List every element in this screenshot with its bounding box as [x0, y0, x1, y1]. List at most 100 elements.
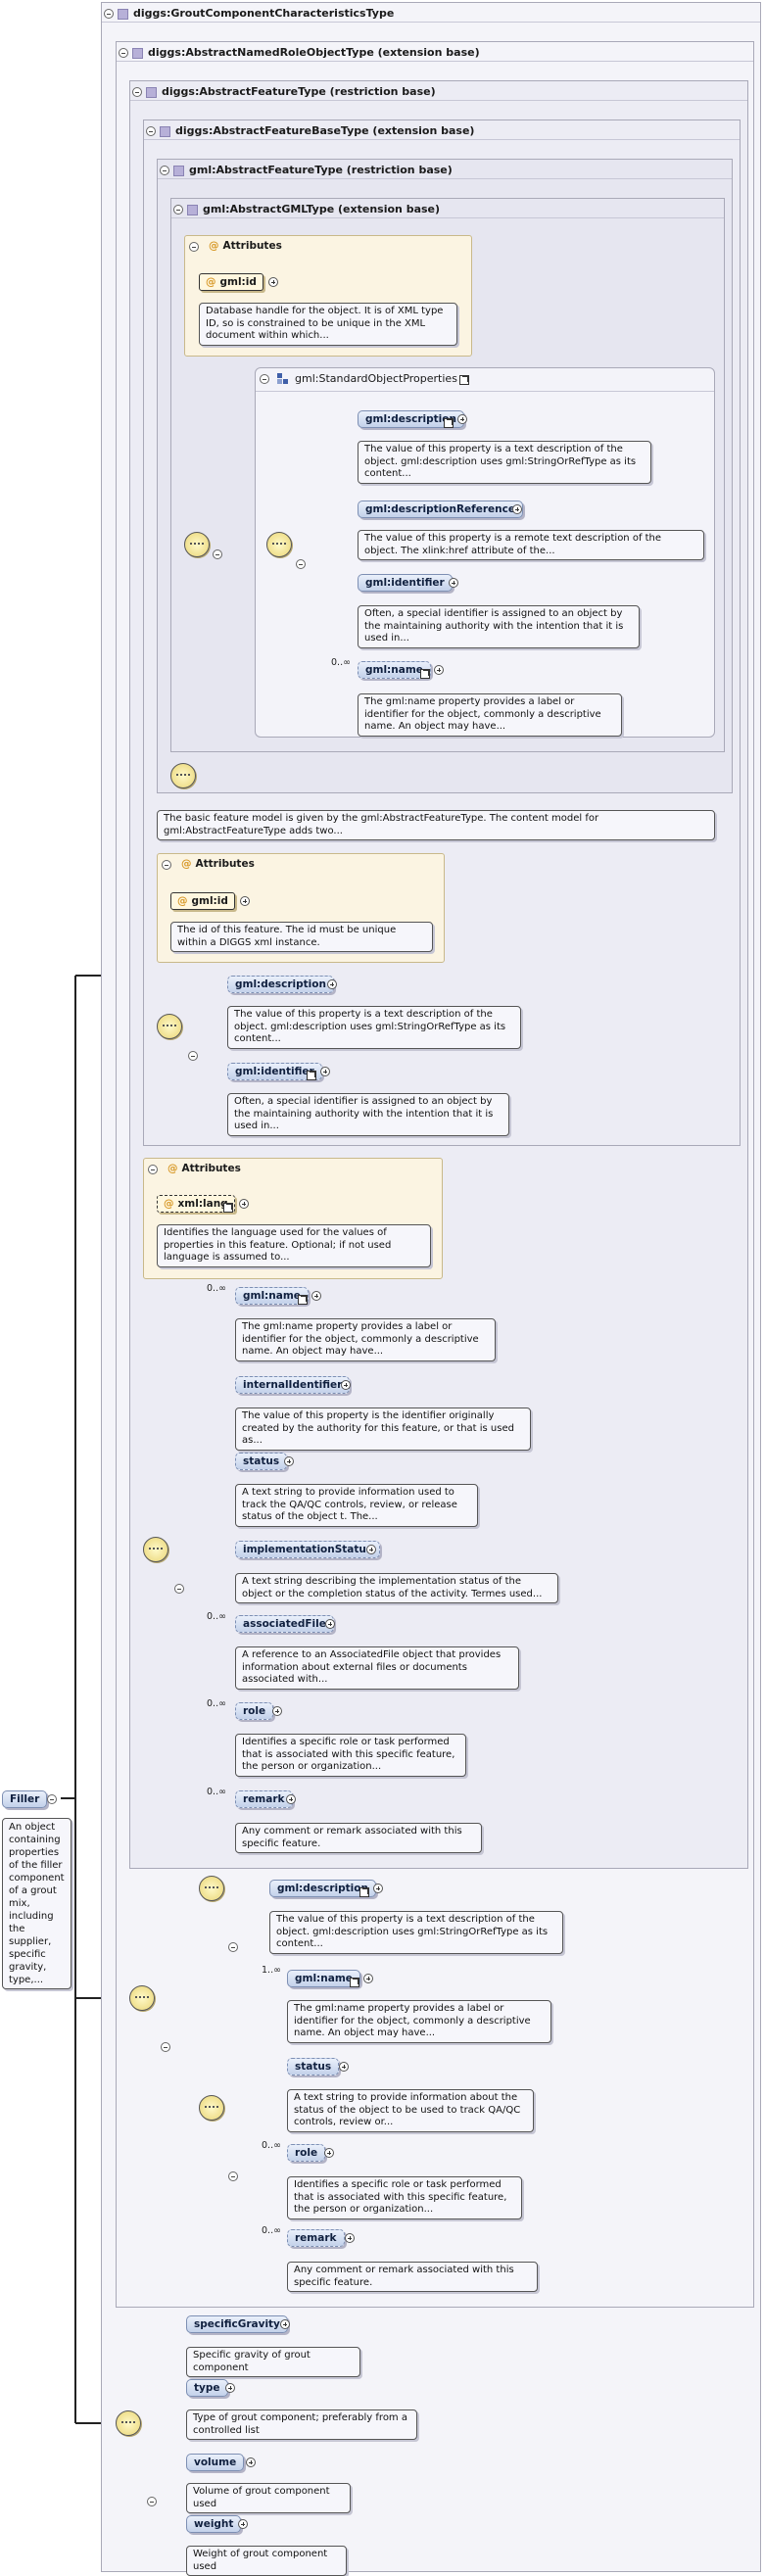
cardinality: 0..∞ [207, 1698, 226, 1709]
element-doc: Identifies a specific role or task perfo… [287, 2176, 522, 2219]
sequence-compositor-icon [116, 2410, 141, 2436]
reference-icon [359, 1887, 369, 1897]
element-doc: Any comment or remark associated with th… [287, 2262, 538, 2292]
expand-icon[interactable] [238, 2519, 248, 2529]
expand-icon[interactable] [225, 2383, 235, 2393]
element-gml-description-reference[interactable]: gml:descriptionReference [358, 501, 523, 518]
expand-icon[interactable] [373, 1884, 383, 1893]
collapse-toggle[interactable] [146, 126, 156, 136]
reference-icon [420, 669, 430, 679]
collapse-toggle[interactable] [47, 1794, 57, 1804]
expand-icon[interactable] [320, 1067, 330, 1076]
element-role[interactable]: role [287, 2144, 326, 2162]
expand-icon[interactable] [327, 979, 337, 989]
collapse-toggle[interactable] [160, 166, 169, 175]
collapse-toggle[interactable] [132, 87, 142, 97]
type-title[interactable]: gml:AbstractFeatureType (restriction bas… [160, 162, 453, 179]
expand-icon[interactable] [240, 896, 250, 906]
expand-icon[interactable] [246, 2457, 256, 2467]
element-gml-description[interactable]: gml:description [269, 1880, 376, 1897]
expand-icon[interactable] [449, 578, 458, 588]
element-remark[interactable]: remark [287, 2229, 345, 2247]
collapse-toggle[interactable] [104, 9, 114, 19]
element-doc: Volume of grout component used [186, 2483, 351, 2513]
collapse-toggle[interactable] [260, 374, 269, 384]
root-element-filler[interactable]: Filler [2, 1790, 48, 1808]
type-title[interactable]: diggs:AbstractFeatureBaseType (extension… [146, 122, 474, 140]
element-doc: The value of this property is a remote t… [358, 530, 704, 560]
collapse-toggle[interactable] [173, 205, 183, 215]
expand-icon[interactable] [268, 277, 278, 287]
collapse-toggle[interactable] [213, 549, 222, 559]
reference-icon [223, 1203, 233, 1213]
collapse-toggle[interactable] [119, 48, 128, 58]
type-title[interactable]: diggs:AbstractNamedRoleObjectType (exten… [119, 44, 480, 62]
element-type[interactable]: type [186, 2379, 228, 2397]
reference-icon [459, 375, 469, 385]
expand-icon[interactable] [272, 1706, 282, 1716]
collapse-toggle[interactable] [188, 1051, 198, 1061]
expand-icon[interactable] [512, 504, 522, 514]
element-gml-description[interactable]: gml:description [227, 976, 334, 993]
attribute-gml-id[interactable]: @gml:id [199, 273, 263, 291]
expand-icon[interactable] [324, 2148, 334, 2158]
type-title[interactable]: diggs:GroutComponentCharacteristicsType [104, 5, 394, 23]
collapse-toggle[interactable] [161, 2042, 170, 2052]
element-role[interactable]: role [235, 1702, 274, 1720]
element-gml-identifier[interactable]: gml:identifier [227, 1063, 322, 1080]
reference-icon [307, 1071, 316, 1080]
expand-icon[interactable] [434, 665, 444, 675]
complex-type-icon [187, 204, 198, 215]
element-gml-identifier[interactable]: gml:identifier [358, 574, 453, 592]
element-remark[interactable]: remark [235, 1790, 293, 1808]
element-doc: The value of this property is a text des… [358, 441, 651, 484]
attribute-xml-lang[interactable]: @xml:lang [157, 1195, 235, 1213]
element-doc: The value of this property is a text des… [269, 1911, 563, 1954]
element-gml-name[interactable]: gml:name [287, 1970, 360, 1987]
collapse-toggle[interactable] [162, 860, 171, 870]
element-gml-name[interactable]: gml:name [358, 661, 431, 679]
element-volume[interactable]: volume [186, 2454, 245, 2471]
element-internal-identifier[interactable]: internalIdentifier [235, 1376, 351, 1394]
collapse-toggle[interactable] [189, 242, 199, 252]
element-doc: Often, a special identifier is assigned … [358, 605, 640, 648]
element-weight[interactable]: weight [186, 2515, 242, 2533]
element-associated-file[interactable]: associatedFile [235, 1615, 334, 1633]
expand-icon[interactable] [286, 1794, 296, 1804]
expand-icon[interactable] [363, 1974, 373, 1983]
expand-icon[interactable] [284, 1456, 294, 1466]
expand-icon[interactable] [457, 414, 467, 424]
collapse-toggle[interactable] [228, 2171, 238, 2181]
expand-icon[interactable] [341, 1380, 351, 1390]
expand-icon[interactable] [311, 1291, 321, 1301]
type-title[interactable]: gml:AbstractGMLType (extension base) [173, 201, 440, 218]
element-status[interactable]: status [287, 2058, 340, 2075]
attribute-icon: @ [181, 858, 192, 870]
attribute-doc: Database handle for the object. It is of… [199, 303, 457, 346]
collapse-toggle[interactable] [228, 1942, 238, 1952]
expand-icon[interactable] [339, 2062, 349, 2072]
cardinality: 0..∞ [262, 2225, 281, 2236]
expand-icon[interactable] [280, 2319, 290, 2329]
collapse-toggle[interactable] [174, 1584, 184, 1594]
expand-icon[interactable] [345, 2233, 355, 2243]
element-specific-gravity[interactable]: specificGravity [186, 2315, 288, 2333]
expand-icon[interactable] [325, 1619, 335, 1629]
element-gml-name[interactable]: gml:name [235, 1287, 309, 1305]
attribute-gml-id[interactable]: @gml:id [170, 892, 235, 910]
collapse-toggle[interactable] [296, 559, 306, 569]
element-doc: The value of this property is the identi… [235, 1407, 531, 1451]
collapse-toggle[interactable] [148, 1165, 158, 1174]
sequence-compositor-icon [184, 532, 210, 557]
collapse-toggle[interactable] [147, 2497, 157, 2506]
expand-icon[interactable] [239, 1199, 249, 1209]
element-doc: Weight of grout component used [186, 2546, 347, 2576]
attribute-doc: Identifies the language used for the val… [157, 1224, 431, 1267]
element-doc: A reference to an AssociatedFile object … [235, 1646, 519, 1690]
cardinality: 1..∞ [262, 1965, 281, 1976]
element-implementation-status[interactable]: implementationStatus [235, 1541, 381, 1558]
expand-icon[interactable] [366, 1545, 376, 1554]
complex-type-icon [160, 125, 170, 137]
type-title[interactable]: diggs:AbstractFeatureType (restriction b… [132, 83, 436, 101]
element-status[interactable]: status [235, 1453, 288, 1470]
